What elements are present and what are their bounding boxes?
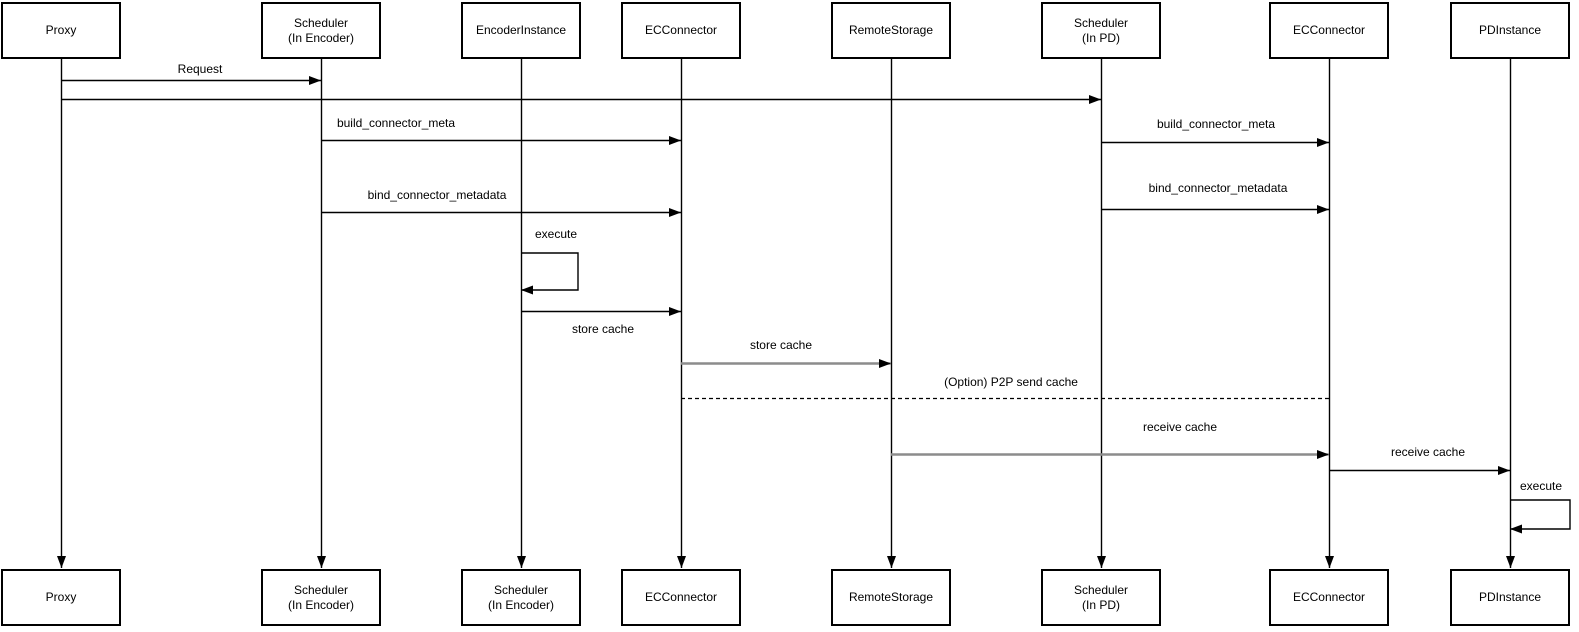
- actor-bottom-label-encoder-instance: Scheduler (In Encoder): [487, 582, 555, 612]
- actor-bottom-box-pd-instance: PDInstance: [1450, 569, 1570, 626]
- actor-top-label-scheduler-in-pd: Scheduler (In PD): [1073, 15, 1129, 45]
- actor-bottom-label-scheduler-in-pd: Scheduler (In PD): [1073, 582, 1129, 612]
- message-label-execute-encoder: execute: [533, 227, 579, 241]
- actor-bottom-label-proxy: Proxy: [45, 590, 77, 604]
- message-label-receive-cache-ec: receive cache: [1141, 420, 1219, 434]
- message-label-p2p-send-cache: (Option) P2P send cache: [943, 375, 1079, 389]
- actor-top-label-pd-instance: PDInstance: [1478, 23, 1542, 37]
- message-selfloop-execute-encoder: [521, 252, 579, 295]
- message-label-store-cache-encoder: store cache: [570, 322, 636, 336]
- actor-bottom-label-remote-storage: RemoteStorage: [848, 590, 934, 604]
- actor-bottom-label-scheduler-in-encoder: Scheduler (In Encoder): [287, 582, 355, 612]
- actor-bottom-box-ec-connector-pd: ECConnector: [1269, 569, 1389, 626]
- actor-bottom-box-scheduler-in-encoder: Scheduler (In Encoder): [261, 569, 381, 626]
- message-label-store-cache-remote: store cache: [748, 338, 814, 352]
- message-label-build-connector-meta-encoder: build_connector_meta: [335, 116, 457, 130]
- actor-top-box-scheduler-in-pd: Scheduler (In PD): [1041, 2, 1161, 59]
- actor-top-label-ec-connector-encoder: ECConnector: [644, 23, 718, 37]
- message-label-request: Request: [176, 62, 224, 76]
- actor-top-box-ec-connector-encoder: ECConnector: [621, 2, 741, 59]
- actor-bottom-label-ec-connector-pd: ECConnector: [1292, 590, 1366, 604]
- actor-top-box-proxy: Proxy: [1, 2, 121, 59]
- actor-top-label-scheduler-in-encoder: Scheduler (In Encoder): [287, 15, 355, 45]
- message-selfloop-execute-pd: [1510, 499, 1571, 534]
- actor-bottom-box-ec-connector-encoder: ECConnector: [621, 569, 741, 626]
- actor-bottom-box-remote-storage: RemoteStorage: [831, 569, 951, 626]
- actor-bottom-label-pd-instance: PDInstance: [1478, 590, 1542, 604]
- message-label-receive-cache-pd: receive cache: [1389, 445, 1467, 459]
- actor-top-box-remote-storage: RemoteStorage: [831, 2, 951, 59]
- actor-bottom-box-encoder-instance: Scheduler (In Encoder): [461, 569, 581, 626]
- actor-top-box-encoder-instance: EncoderInstance: [461, 2, 581, 59]
- actor-bottom-label-ec-connector-encoder: ECConnector: [644, 590, 718, 604]
- actor-top-label-proxy: Proxy: [45, 23, 77, 37]
- actor-top-box-pd-instance: PDInstance: [1450, 2, 1570, 59]
- actor-top-label-remote-storage: RemoteStorage: [848, 23, 934, 37]
- actor-top-label-ec-connector-pd: ECConnector: [1292, 23, 1366, 37]
- message-label-build-connector-meta-pd: build_connector_meta: [1155, 117, 1277, 131]
- actor-top-label-encoder-instance: EncoderInstance: [475, 23, 567, 37]
- message-label-bind-connector-metadata-encoder: bind_connector_metadata: [366, 188, 508, 202]
- message-label-execute-pd: execute: [1518, 479, 1564, 493]
- actor-bottom-box-proxy: Proxy: [1, 569, 121, 626]
- actor-bottom-box-scheduler-in-pd: Scheduler (In PD): [1041, 569, 1161, 626]
- actor-top-box-ec-connector-pd: ECConnector: [1269, 2, 1389, 59]
- message-label-bind-connector-metadata-pd: bind_connector_metadata: [1147, 181, 1289, 195]
- actor-top-box-scheduler-in-encoder: Scheduler (In Encoder): [261, 2, 381, 59]
